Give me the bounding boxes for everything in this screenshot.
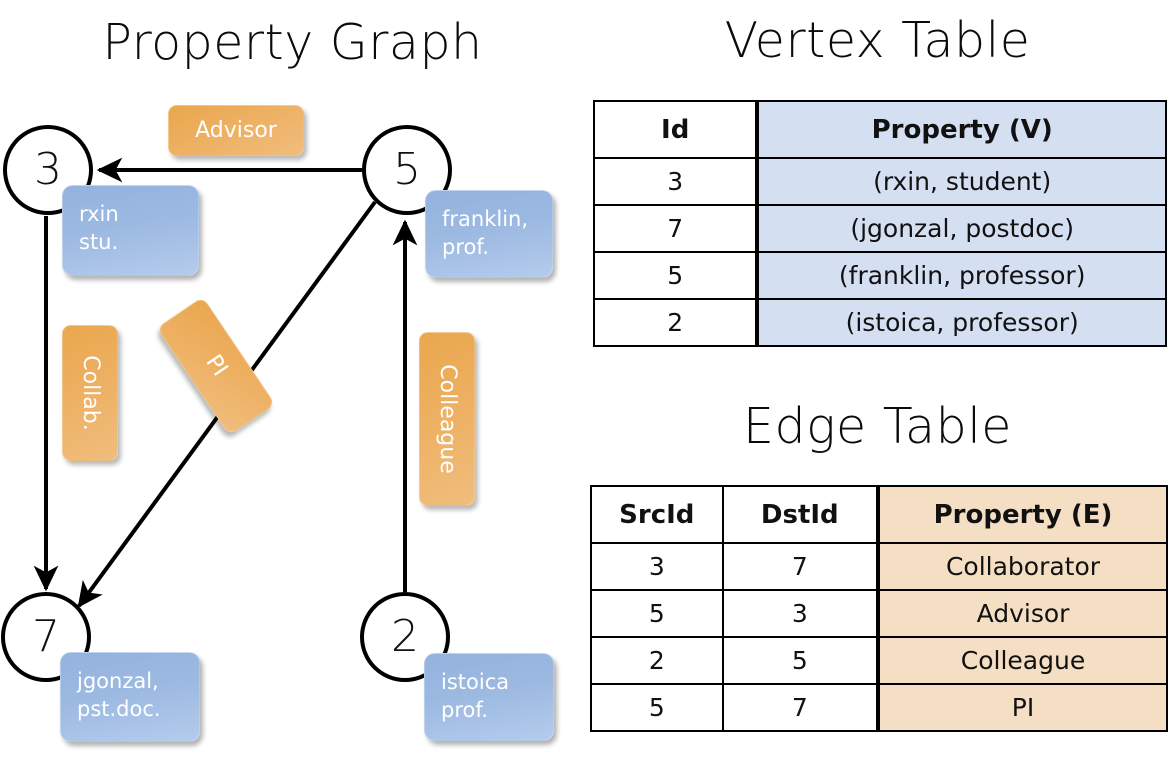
edge-cell-property: Collaborator [876,542,1168,591]
table-row[interactable]: 3 (rxin, student) [592,157,1167,206]
edge-label-advisor[interactable]: Advisor [168,105,304,156]
page-title-edge-table: Edge Table [743,398,1012,455]
vertex-property-name-2: istoica [441,670,510,694]
vertex-property-role-2: prof. [441,698,488,723]
vertex-cell-property: (franklin, professor) [755,251,1167,300]
edge-label-pi-text: PI [200,350,233,381]
edge-table-header-srcid: SrcId [590,485,724,544]
edge-table-header-dstid: DstId [721,485,880,544]
vertex-table: Id Property (V) 3 (rxin, student) 7 (jgo… [592,100,1167,347]
edge-label-colleague-text: Colleague [435,364,461,474]
vertex-table-header-id: Id [592,100,759,159]
edge-cell-property: Colleague [876,636,1168,685]
table-row[interactable]: 2 (istoica, professor) [592,298,1167,347]
vertex-cell-property: (istoica, professor) [755,298,1167,347]
vertex-property-role-7: pst.doc. [77,697,161,722]
edge-table-header-row: SrcId DstId Property (E) [590,485,1168,544]
graph-node-2[interactable]: 2 [360,592,450,682]
vertex-cell-id: 7 [592,204,759,253]
vertex-property-box-5[interactable]: franklin, prof. [425,190,553,278]
vertex-property-box-3[interactable]: rxin stu. [62,185,199,276]
edge-cell-dstid: 5 [721,636,880,685]
page-title-property-graph: Property Graph [102,14,483,71]
vertex-cell-id: 3 [592,157,759,206]
vertex-table-header-property: Property (V) [755,100,1167,159]
edge-cell-property: PI [876,683,1168,732]
vertex-property-name-3: rxin [79,202,119,226]
table-row[interactable]: 7 (jgonzal, postdoc) [592,204,1167,253]
vertex-property-role-5: prof. [442,235,489,260]
edge-label-colleague[interactable]: Colleague [419,332,475,506]
edge-cell-dstid: 3 [721,589,880,638]
property-graph-diagram: 3 5 7 2 rxin stu. franklin, prof. jgonza… [1,105,554,742]
edge-cell-dstid: 7 [721,683,880,732]
vertex-property-name-7: jgonzal, [77,669,159,693]
edge-label-collaborator-text: Collab. [78,355,103,431]
page-title-vertex-table: Vertex Table [724,12,1031,69]
edge-table-header-property: Property (E) [876,485,1168,544]
vertex-property-role-3: stu. [79,230,119,255]
edge-cell-srcid: 3 [590,542,724,591]
table-row[interactable]: 5 (franklin, professor) [592,251,1167,300]
edge-cell-srcid: 5 [590,589,724,638]
vertex-property-box-2[interactable]: istoica prof. [424,653,554,741]
table-row[interactable]: 5 3 Advisor [590,589,1168,638]
vertex-property-box-7[interactable]: jgonzal, pst.doc. [60,652,200,742]
edge-cell-srcid: 2 [590,636,724,685]
edge-cell-property: Advisor [876,589,1168,638]
vertex-cell-property: (jgonzal, postdoc) [755,204,1167,253]
table-row[interactable]: 3 7 Collaborator [590,542,1168,591]
edge-cell-srcid: 5 [590,683,724,732]
edge-table: SrcId DstId Property (E) 3 7 Collaborato… [590,485,1168,732]
edge-label-advisor-text: Advisor [195,117,277,143]
vertex-cell-property: (rxin, student) [755,157,1167,206]
table-row[interactable]: 5 7 PI [590,683,1168,732]
vertex-table-header-row: Id Property (V) [592,100,1167,159]
vertex-property-name-5: franklin, [442,207,529,231]
vertex-cell-id: 2 [592,298,759,347]
table-row[interactable]: 2 5 Colleague [590,636,1168,685]
edge-label-collaborator[interactable]: Collab. [62,325,118,461]
edge-cell-dstid: 7 [721,542,880,591]
graph-node-5[interactable]: 5 [362,125,452,215]
vertex-cell-id: 5 [592,251,759,300]
